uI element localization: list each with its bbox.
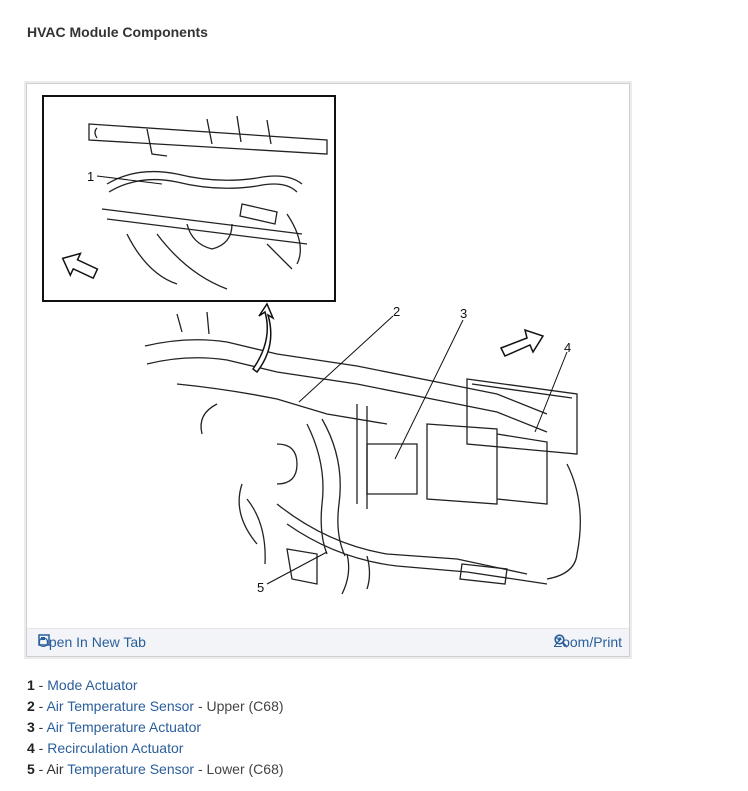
legend-link[interactable]: Air Temperature Actuator	[46, 719, 202, 735]
callout-2: 2	[393, 304, 400, 319]
legend-item: 3 - Air Temperature Actuator	[27, 717, 284, 738]
legend-number: 2	[27, 698, 35, 714]
legend-number: 4	[27, 740, 35, 756]
legend-number: 1	[27, 677, 35, 693]
legend-link[interactable]: Recirculation Actuator	[47, 740, 184, 756]
callout-4: 4	[564, 340, 571, 355]
up-arrow-icon	[251, 302, 275, 374]
inset-drawing	[88, 115, 328, 290]
module-drawing	[144, 311, 581, 595]
legend-separator: -	[34, 740, 48, 756]
zoom-icon	[553, 634, 568, 648]
figure-toolbar: Open In New Tab Zoom/Print	[27, 628, 629, 656]
open-in-new-tab-label: Open In New Tab	[38, 634, 146, 650]
legend-item: 2 - Air Temperature Sensor - Upper (C68)	[27, 696, 284, 717]
legend-separator: -	[34, 677, 48, 693]
open-in-new-tab-link[interactable]: Open In New Tab	[38, 634, 146, 650]
callout-leaders	[96, 175, 568, 585]
legend-link[interactable]: Air Temperature Sensor	[46, 698, 195, 714]
legend-item: 1 - Mode Actuator	[27, 675, 284, 696]
diagram-figure: 1 2 3 4 5 Open In New Tab Zoom/Print	[26, 83, 630, 657]
open-tab-icon	[38, 634, 50, 646]
direction-arrow-right-icon	[499, 328, 545, 357]
legend-number: 3	[27, 719, 35, 735]
direction-arrow-icon	[61, 252, 99, 280]
legend-suffix: - Upper (C68)	[194, 698, 284, 714]
legend-separator: -	[34, 719, 47, 735]
hvac-module-diagram: 1 2 3 4 5	[42, 95, 581, 595]
legend-item: 5 - Air Temperature Sensor - Lower (C68)	[27, 759, 284, 780]
legend-link[interactable]: Temperature Sensor	[67, 761, 195, 777]
callout-1: 1	[87, 169, 94, 184]
legend-item: 4 - Recirculation Actuator	[27, 738, 284, 759]
callout-3: 3	[460, 306, 467, 321]
component-legend: 1 - Mode Actuator 2 - Air Temperature Se…	[27, 675, 284, 780]
callout-5: 5	[257, 580, 264, 595]
legend-suffix: - Lower (C68)	[194, 761, 284, 777]
zoom-print-link[interactable]: Zoom/Print	[554, 634, 622, 650]
legend-separator: - Air	[34, 761, 68, 777]
callout-labels: 1 2 3 4 5	[87, 169, 571, 595]
legend-number: 5	[27, 761, 35, 777]
page-title: HVAC Module Components	[27, 24, 208, 40]
legend-link[interactable]: Mode Actuator	[47, 677, 138, 693]
zoom-print-label: Zoom/Print	[553, 634, 622, 650]
legend-separator: -	[34, 698, 47, 714]
